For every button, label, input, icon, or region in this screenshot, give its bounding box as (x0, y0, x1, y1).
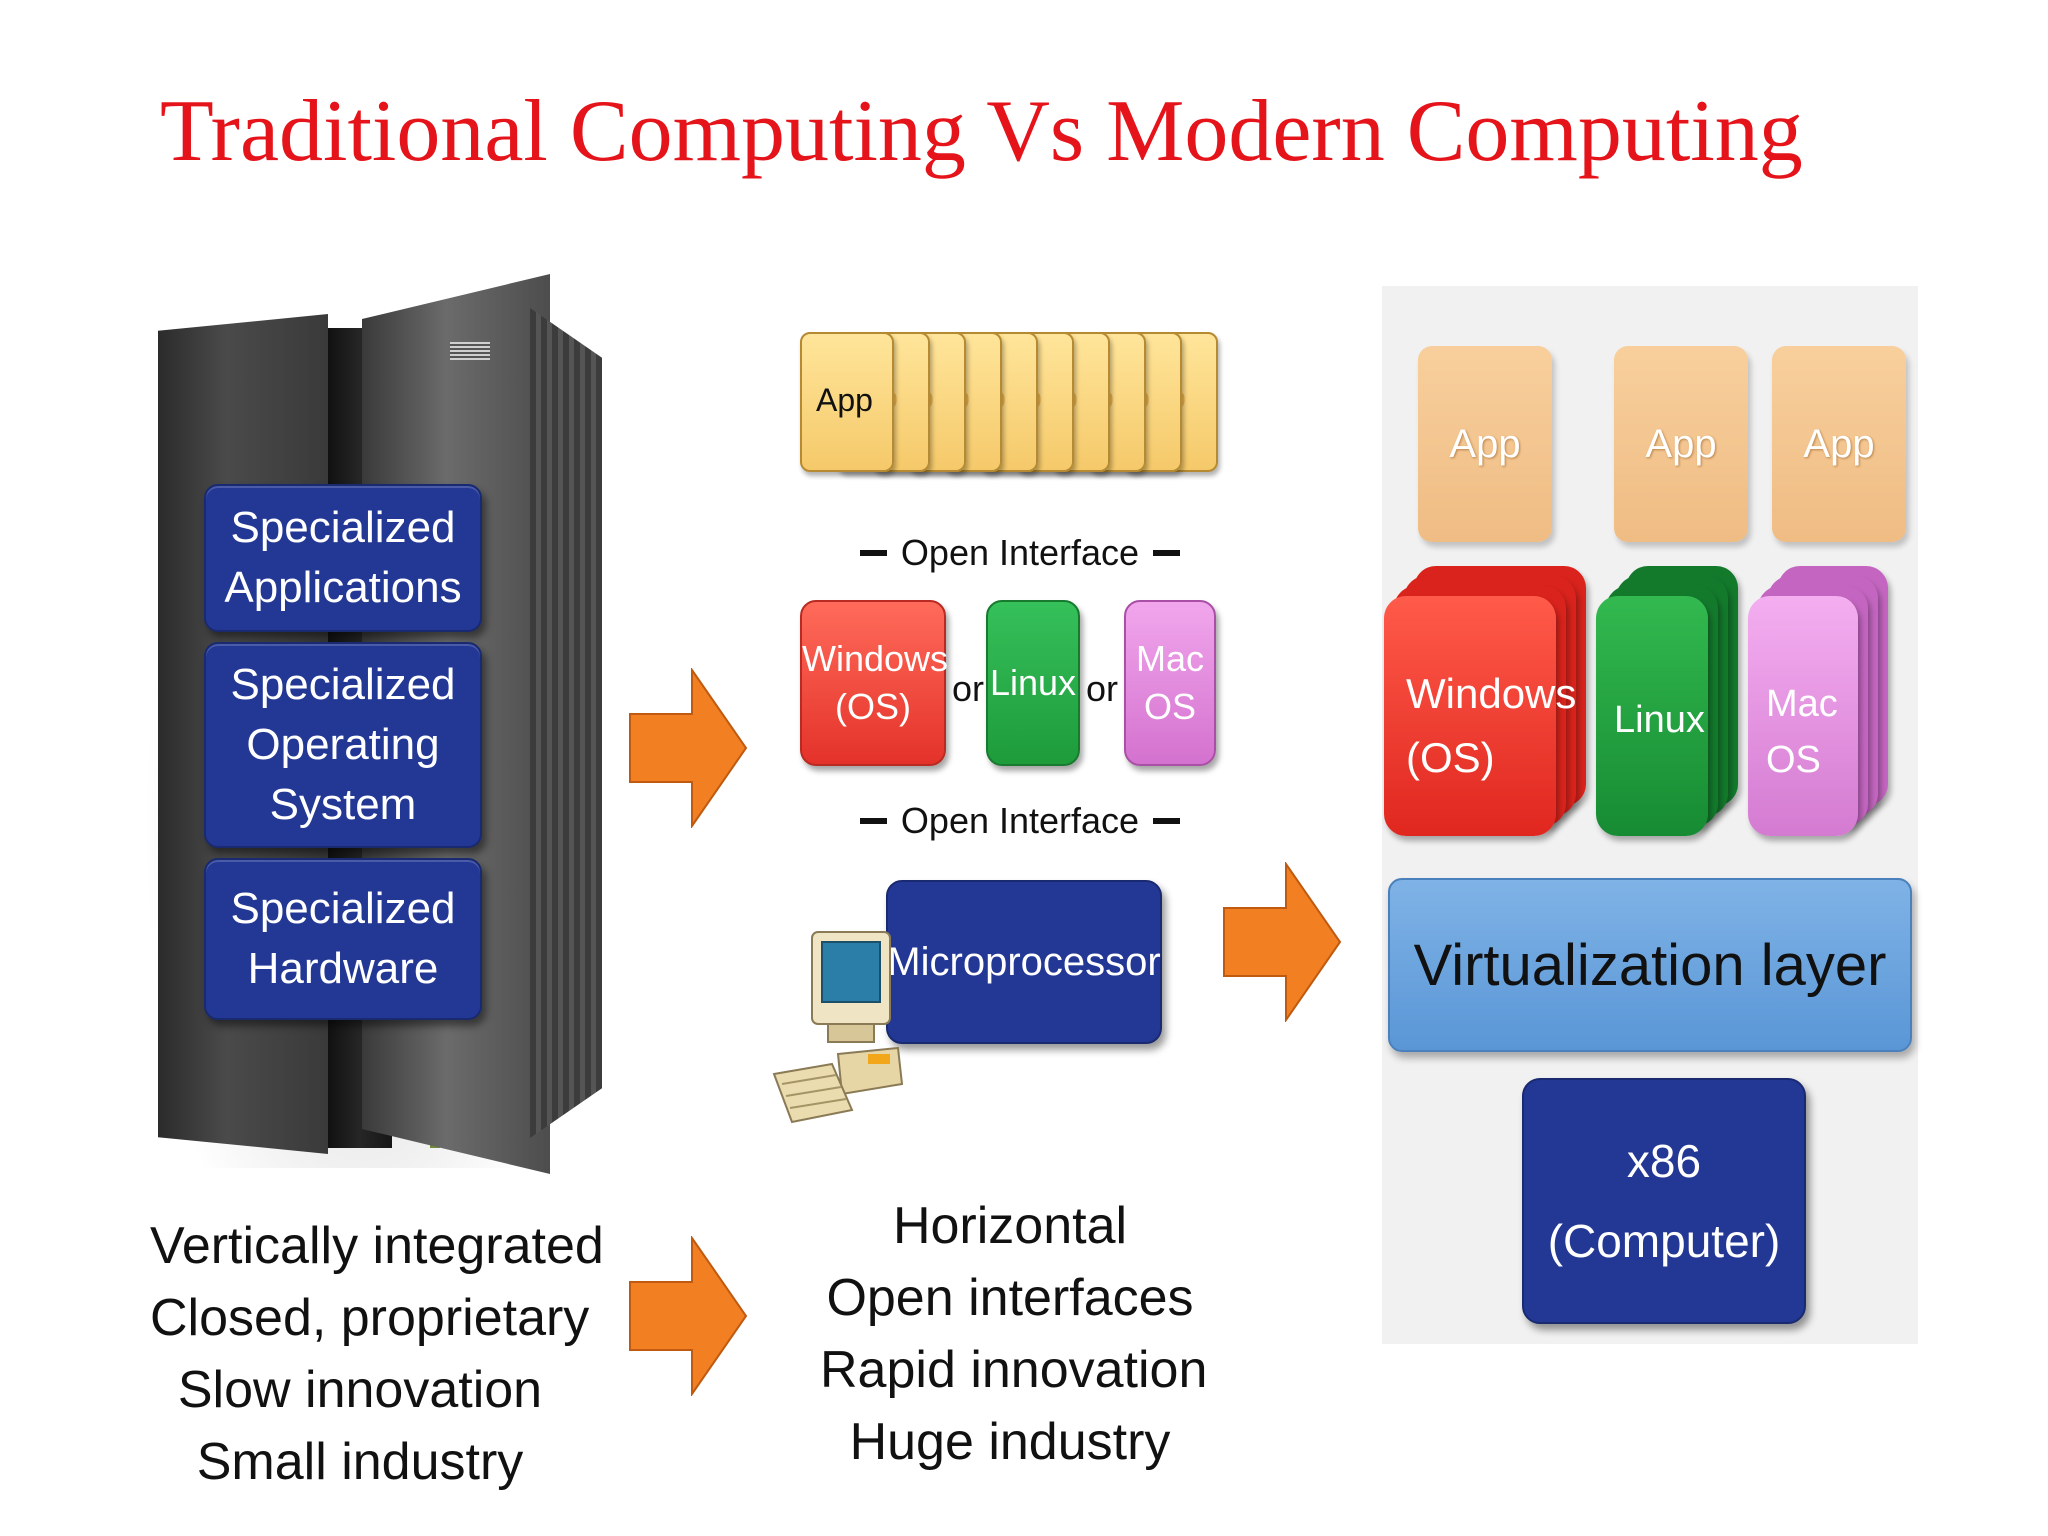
trait-line: Open interfaces (826, 1269, 1194, 1327)
specialized-hardware-box: Specialized Hardware (204, 858, 482, 1020)
divider (860, 550, 887, 556)
trait-line: Vertically integrated (150, 1217, 604, 1275)
app-stack: App App App App App App App App App App (800, 332, 1240, 472)
virtualization-layer-label: Virtualization layer (1413, 932, 1887, 998)
open-interface-label: Open Interface (860, 528, 1180, 578)
divider (1153, 550, 1180, 556)
divider (860, 818, 887, 824)
os-line: OS (1143, 686, 1196, 727)
app-label: App (1803, 422, 1875, 466)
os-line: OS (1766, 739, 1821, 781)
virtualization-layer-box: Virtualization layer (1388, 878, 1912, 1052)
layer-line: Specialized (230, 884, 456, 933)
open-interface-label: Open Interface (860, 796, 1180, 846)
os-line: (OS) (835, 686, 911, 727)
mainframe-illustration: Specialized Applications Specialized Ope… (130, 268, 610, 1178)
layer-line: Specialized (230, 503, 456, 552)
x86-computer-box: x86 (Computer) (1522, 1078, 1806, 1324)
hardware-line: (Computer) (1547, 1215, 1781, 1267)
microprocessor-label: Microprocessor (887, 939, 1161, 984)
traditional-traits: Vertically integrated Closed, proprietar… (150, 1210, 604, 1498)
slide-title: Traditional Computing Vs Modern Computin… (160, 83, 1803, 180)
specialized-applications-box: Specialized Applications (204, 484, 482, 632)
arrow-right-icon (1223, 862, 1342, 1022)
hardware-line: x86 (1626, 1135, 1702, 1187)
mac-os-box: Mac OS (1124, 600, 1216, 766)
layer-line: Applications (224, 563, 462, 612)
virtual-app-box: App (1772, 346, 1906, 542)
mac-vm-box: Mac OS (1748, 596, 1858, 836)
mainframe-side-vents (530, 308, 602, 1138)
or-label: or (1086, 668, 1119, 709)
trait-line: Closed, proprietary (150, 1289, 590, 1347)
os-line: Windows (802, 638, 949, 679)
layer-line: Specialized (230, 660, 456, 709)
virtual-app-box: App (1614, 346, 1748, 542)
app-label: App (1449, 422, 1521, 466)
or-label: or (952, 668, 985, 709)
trait-line: Small industry (196, 1433, 524, 1491)
windows-os-box: Windows (OS) (800, 600, 949, 766)
ibm-logo (450, 342, 490, 360)
trait-line: Horizontal (892, 1197, 1128, 1255)
os-line: Windows (1406, 670, 1577, 717)
horizontal-traits: Horizontal Open interfaces Rapid innovat… (820, 1190, 1208, 1478)
arrow-right-icon (629, 1236, 748, 1396)
os-line: Linux (989, 662, 1077, 703)
linux-os-box: Linux (986, 600, 1080, 766)
specialized-operating-system-box: Specialized Operating System (204, 642, 482, 848)
os-line: Mac (1135, 638, 1204, 679)
layer-line: Hardware (247, 944, 439, 993)
windows-vm-box: Windows (OS) (1384, 596, 1576, 836)
os-line: (OS) (1406, 734, 1495, 781)
layer-line: Operating (246, 720, 440, 769)
open-interface-text: Open Interface (900, 800, 1140, 841)
trait-line: Rapid innovation (820, 1341, 1208, 1399)
open-interface-text: Open Interface (900, 532, 1140, 573)
os-line: Mac (1766, 683, 1838, 725)
microprocessor-box: Microprocessor (886, 880, 1162, 1044)
trait-line: Huge industry (849, 1413, 1171, 1471)
layer-line: System (269, 780, 417, 829)
arrow-right-icon (629, 668, 748, 828)
app-label: App (1645, 422, 1717, 466)
divider (1153, 818, 1180, 824)
os-line: Linux (1614, 699, 1705, 741)
trait-line: Slow innovation (177, 1361, 543, 1419)
linux-vm-box: Linux (1596, 596, 1708, 836)
app-card: App (800, 332, 894, 472)
virtual-app-box: App (1418, 346, 1552, 542)
app-label: App (816, 382, 873, 418)
desktop-computer-icon (772, 931, 904, 1124)
